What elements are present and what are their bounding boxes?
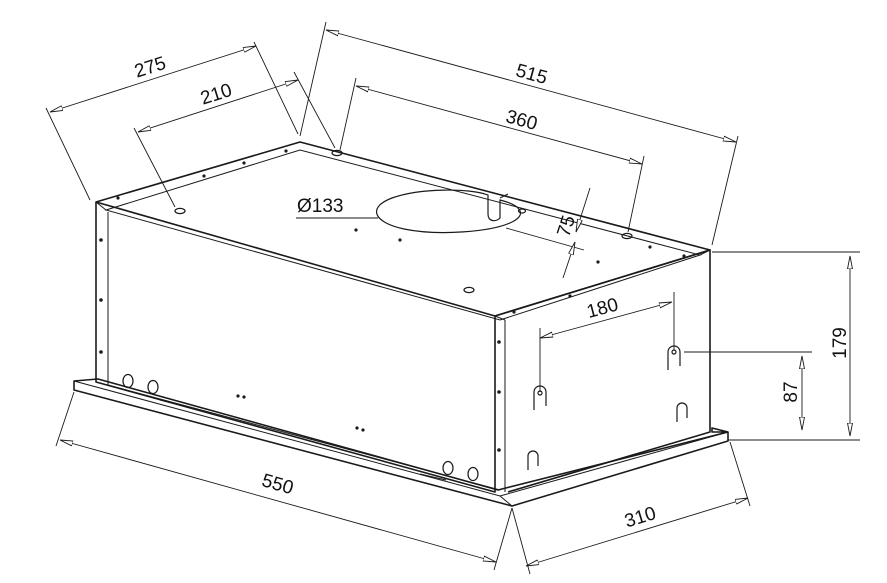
mount-hole bbox=[463, 286, 475, 294]
dimension-360: 360 bbox=[339, 77, 645, 233]
dim-label-210: 210 bbox=[198, 80, 235, 110]
dimension-87: 87 bbox=[684, 351, 812, 430]
dimension-179: 179 bbox=[712, 251, 860, 441]
screw-hole bbox=[147, 379, 159, 395]
screw-hole bbox=[442, 460, 454, 476]
dim-label-310: 310 bbox=[622, 503, 658, 532]
bottom-frame bbox=[73, 378, 729, 507]
dimension-310: 310 bbox=[511, 441, 751, 575]
mount-slot bbox=[527, 450, 539, 470]
dim-label-515: 515 bbox=[513, 60, 549, 89]
dim-label-75: 75 bbox=[554, 213, 581, 240]
dim-label-133: Ø133 bbox=[297, 196, 343, 217]
mount-hole bbox=[517, 208, 527, 214]
screw-hole bbox=[122, 373, 134, 389]
top-face-details bbox=[116, 149, 686, 314]
dim-label-275: 275 bbox=[132, 53, 169, 83]
right-face-slots bbox=[527, 345, 688, 470]
screw-hole bbox=[467, 466, 479, 482]
dim-label-87: 87 bbox=[781, 381, 802, 402]
dim-label-180: 180 bbox=[585, 294, 621, 322]
dimension-210: 210 bbox=[133, 71, 336, 208]
mount-hole bbox=[174, 207, 186, 215]
dim-label-550: 550 bbox=[259, 470, 295, 499]
mount-slot bbox=[676, 402, 688, 422]
dim-label-179: 179 bbox=[830, 327, 851, 359]
hood-housing bbox=[95, 141, 711, 493]
mount-hole bbox=[621, 232, 633, 240]
front-face-details bbox=[99, 238, 501, 482]
dimension-180: 180 bbox=[539, 292, 675, 392]
dimension-75: 75 bbox=[505, 187, 591, 279]
dimension-diameter-133: Ø133 bbox=[296, 196, 378, 219]
dim-label-360: 360 bbox=[503, 106, 539, 135]
exhaust-outlet bbox=[376, 189, 522, 234]
mount-hole bbox=[331, 149, 343, 157]
